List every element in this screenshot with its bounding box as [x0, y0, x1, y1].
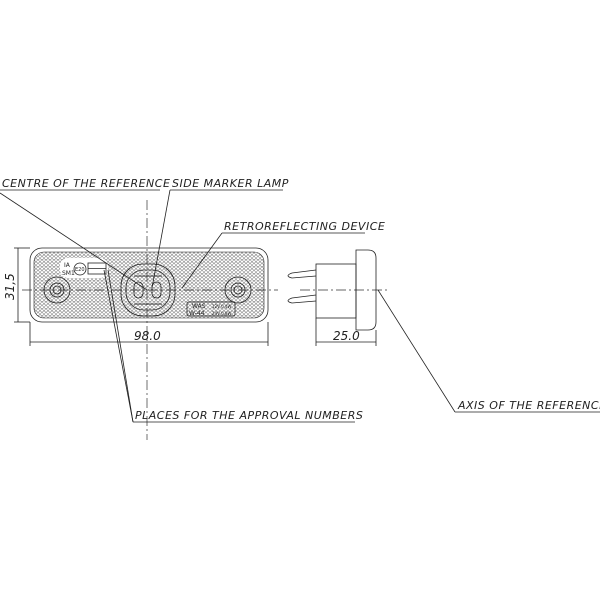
label-axis-reference: AXIS OF THE REFERENCE	[377, 289, 600, 413]
svg-text:RETROREFLECTING DEVICE: RETROREFLECTING DEVICE	[224, 220, 385, 233]
svg-text:IA: IA	[64, 262, 71, 269]
label-centre-reference: CENTRE OF THE REFERENCE	[0, 177, 170, 291]
svg-text:WAS: WAS	[192, 303, 206, 310]
approval-marking: IA SM1 E20	[60, 258, 108, 278]
svg-text:24V 0,8W: 24V 0,8W	[212, 311, 231, 316]
svg-text:W-44: W-44	[189, 310, 205, 317]
svg-text:98.0: 98.0	[134, 329, 161, 343]
svg-text:AXIS OF THE REFERENCE: AXIS OF THE REFERENCE	[457, 399, 600, 412]
svg-text:PLACES FOR THE APPROVAL NUMBER: PLACES FOR THE APPROVAL NUMBERS	[135, 409, 363, 422]
svg-text:E20: E20	[75, 267, 85, 273]
dimension-height: 31,5	[3, 247, 30, 323]
svg-text:12V 0,4W: 12V 0,4W	[212, 304, 231, 309]
wire	[287, 294, 317, 304]
label-retroreflecting-device: RETROREFLECTING DEVICE	[181, 220, 385, 289]
wire	[287, 269, 317, 279]
svg-text:SIDE MARKER LAMP: SIDE MARKER LAMP	[172, 177, 289, 190]
dimension-depth: 25.0	[315, 318, 377, 346]
label-approval-numbers: PLACES FOR THE APPROVAL NUMBERS	[103, 269, 363, 423]
label-side-marker-lamp: SIDE MARKER LAMP	[151, 177, 289, 289]
type-plate: WAS W-44 12V 0,4W 24V 0,8W	[186, 301, 236, 317]
svg-text:SM1: SM1	[62, 270, 75, 277]
svg-text:CENTRE OF THE REFERENCE: CENTRE OF THE REFERENCE	[2, 177, 170, 190]
svg-text:25.0: 25.0	[333, 329, 360, 343]
lamp-side-view	[287, 249, 377, 331]
lamp-outline	[29, 247, 269, 323]
svg-text:31,5: 31,5	[3, 273, 17, 300]
dimension-width: 98.0	[29, 322, 269, 346]
lamp-front-view: IA SM1 E20 WAS W-44 12V 0,4W 24V 0,8W	[29, 247, 269, 323]
